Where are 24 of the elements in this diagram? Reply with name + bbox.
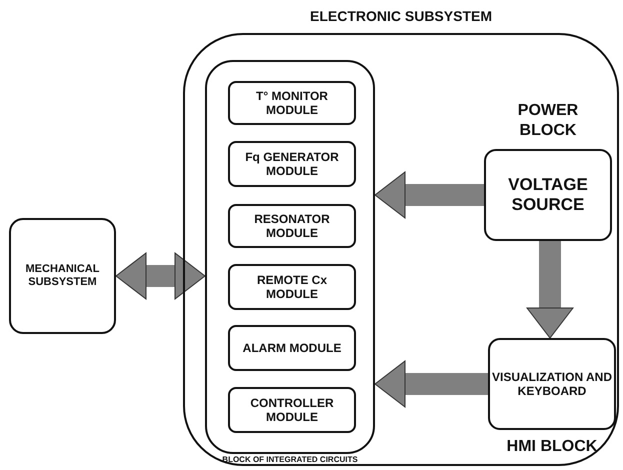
block-label: T° MONITOR MODULE [255,88,329,118]
block-label: MECHANICAL SUBSYSTEM [24,262,100,290]
block-label: RESONATOR MODULE [253,212,331,240]
module-box [9,218,116,334]
block-label: Fq GENERATOR MODULE [244,150,340,178]
block-arrow [116,252,206,300]
block-label: VOLTAGE SOURCE [507,174,589,216]
block-heading: HMI BLOCK [506,438,598,456]
block-arrow [374,172,484,218]
module-box [228,81,356,125]
block-label: VISUALIZATION AND KEYBOARD [491,370,613,398]
module-box [228,387,356,433]
block-label: CONTROLLER MODULE [249,396,335,424]
block-arrow [526,241,574,338]
block-heading: BLOCK OF INTEGRATED CIRCUITS [221,455,359,464]
block-label: ALARM MODULE [242,340,342,356]
block-heading: ELECTRONIC SUBSYSTEM [308,8,493,24]
block-label: REMOTE Cx MODULE [256,272,328,302]
module-box [228,141,356,187]
module-box [228,325,356,371]
block-heading: POWER BLOCK [516,101,580,141]
module-box [228,264,356,310]
block-arrow [374,360,488,408]
module-box [228,204,356,248]
